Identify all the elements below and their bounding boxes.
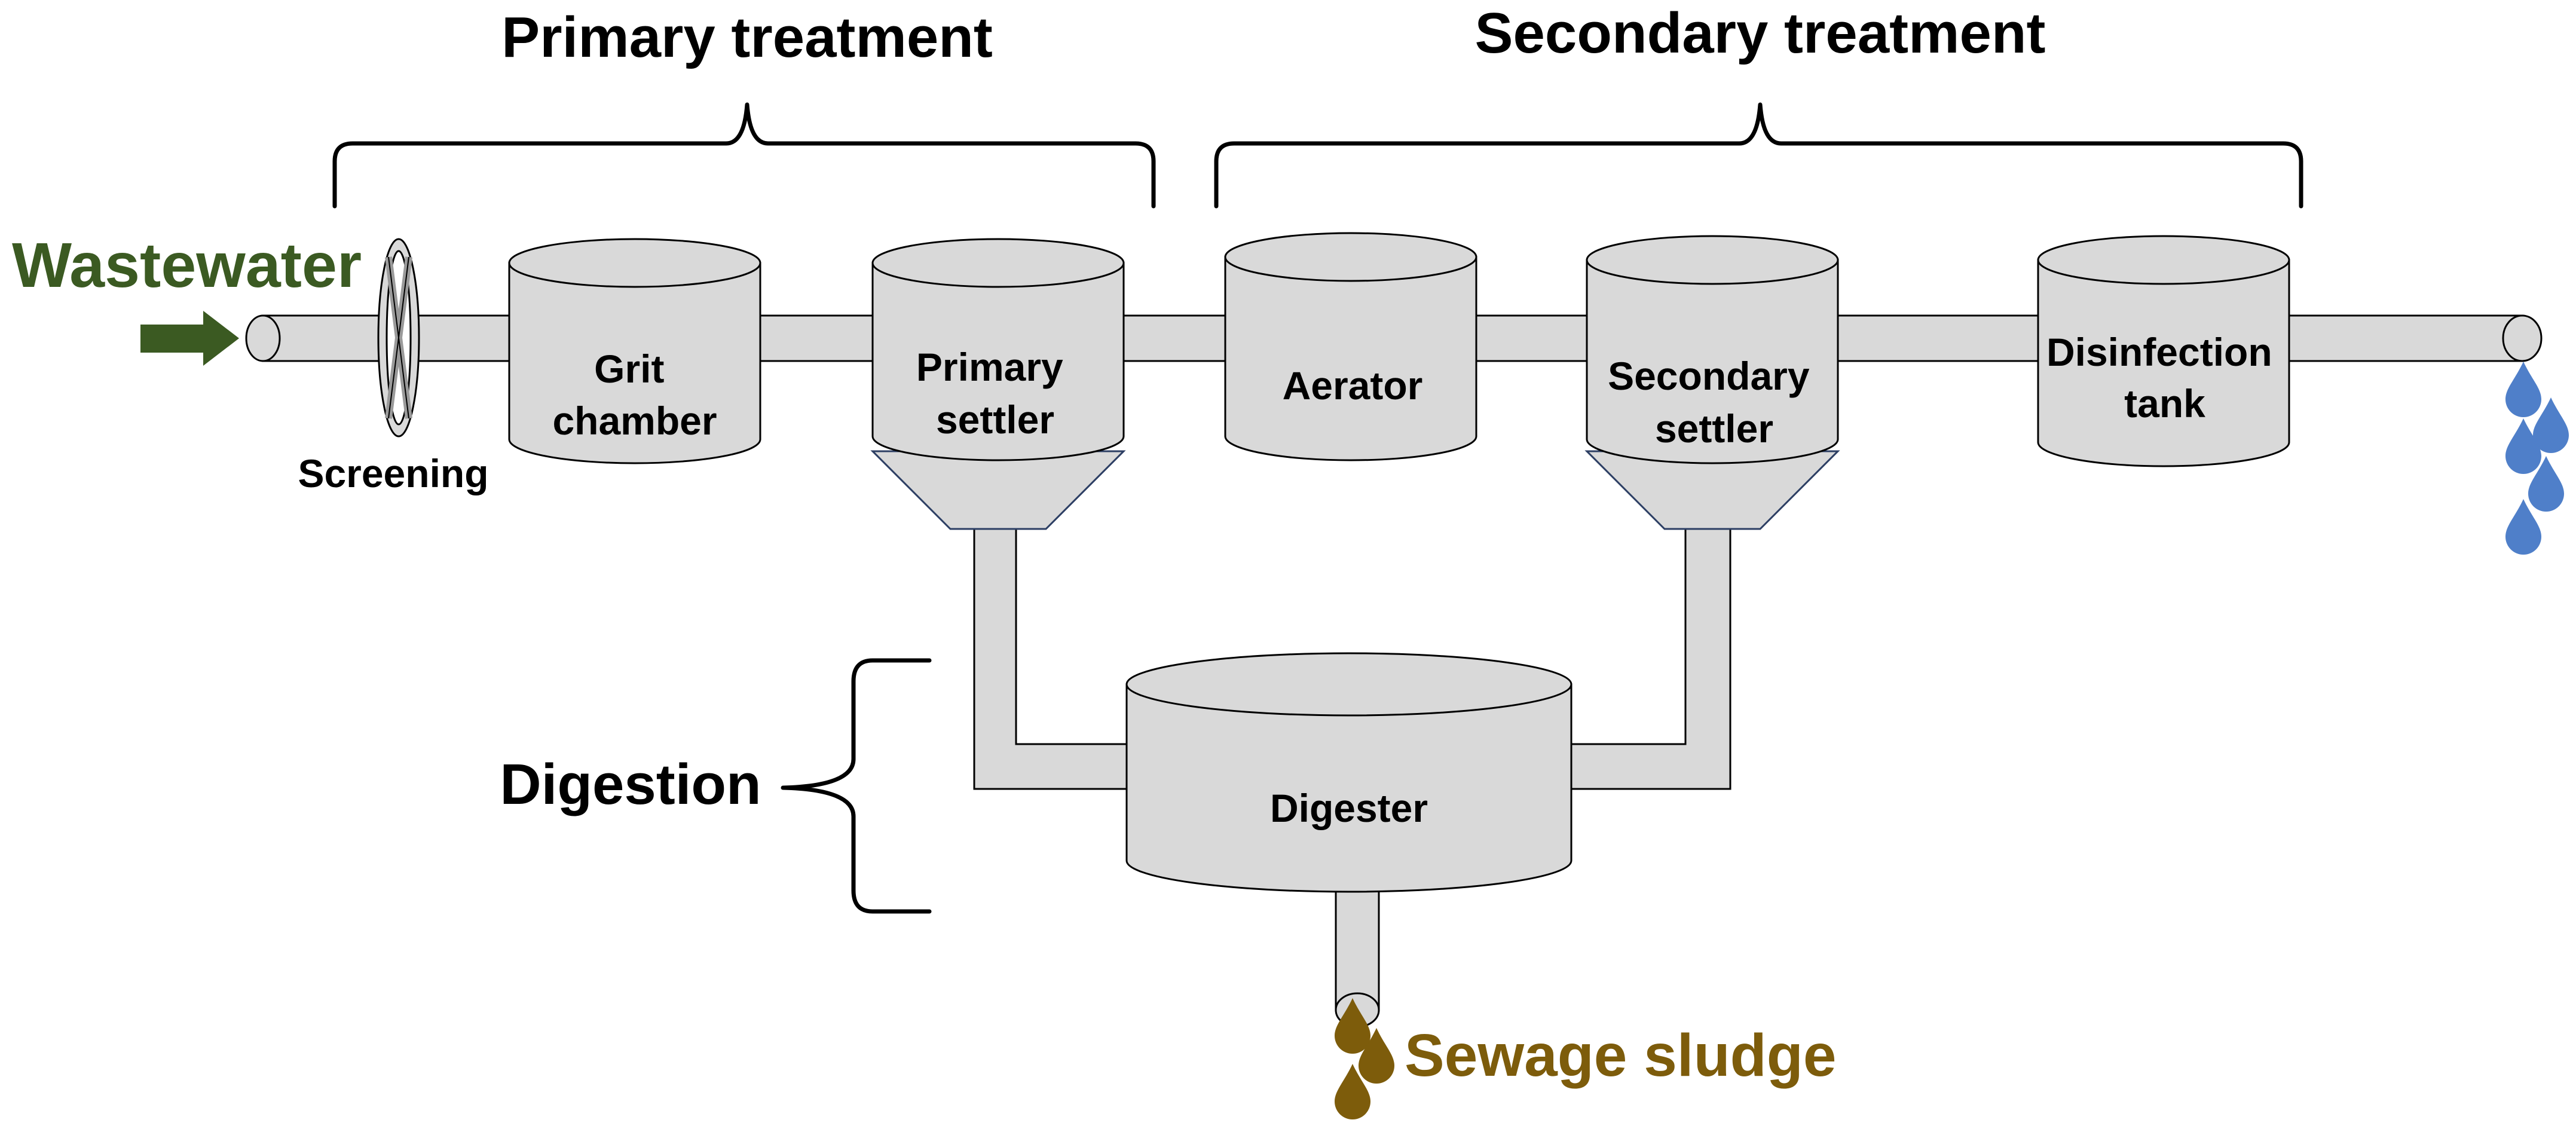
sewage-sludge-label: Sewage sludge	[1405, 1022, 1836, 1089]
sewage-sludge-drops-icon	[1335, 998, 1394, 1119]
secondary-sludge-pipe	[1565, 528, 1731, 790]
wastewater-label: Wastewater	[12, 230, 362, 301]
digester-tank: Digester	[1125, 652, 1572, 893]
grit-chamber-label: Grit chamber	[552, 347, 717, 443]
primary-settler-label: Primary settler	[916, 345, 1074, 442]
digester-outlet-pipe	[1335, 883, 1380, 1028]
aerator-tank: Aerator	[1224, 232, 1477, 461]
secondary-settler-tank: Secondary settler	[1584, 235, 1840, 530]
wastewater-input-arrow-icon	[140, 311, 239, 366]
disinfection-tank-label: Disinfection tank	[2046, 330, 2283, 426]
primary-treatment-label: Primary treatment	[501, 5, 993, 69]
outlet-pipe	[2270, 314, 2543, 362]
digestion-label: Digestion	[500, 752, 761, 816]
secondary-treatment-brace	[1214, 102, 2303, 209]
clean-water-drops-icon	[2505, 362, 2569, 555]
digester-label: Digester	[1270, 786, 1428, 830]
digestion-brace	[781, 658, 932, 914]
primary-treatment-brace	[332, 102, 1156, 209]
disinfection-tank: Disinfection tank	[2037, 235, 2290, 467]
screening-label: Screening	[298, 451, 488, 495]
aerator-label: Aerator	[1283, 363, 1423, 408]
grit-chamber-tank: Grit chamber	[508, 238, 761, 464]
screening-icon	[377, 238, 420, 437]
primary-sludge-pipe	[973, 528, 1131, 790]
secondary-settler-label: Secondary settler	[1608, 354, 1821, 451]
secondary-treatment-label: Secondary treatment	[1475, 1, 2046, 65]
primary-settler-tank: Primary settler	[870, 238, 1126, 530]
